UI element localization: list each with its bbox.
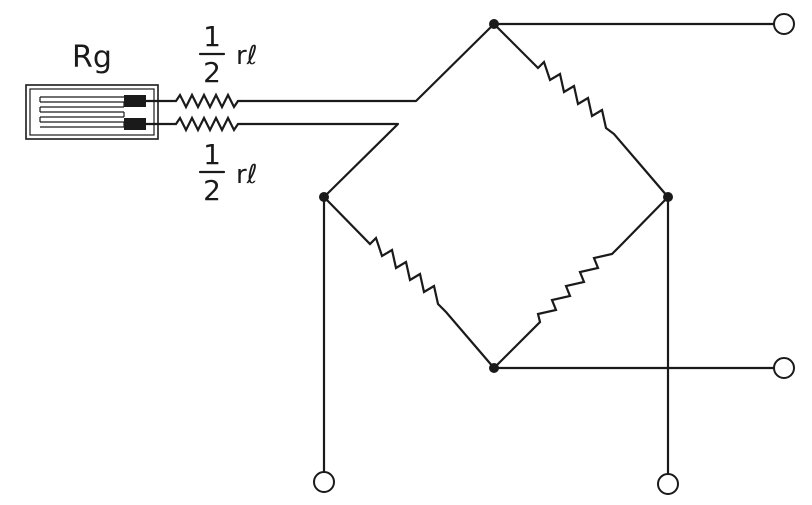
gauge-label: Rg [72,40,112,75]
lead-bottom-denominator: 2 [203,174,221,207]
lead-bottom-numerator: 1 [203,138,221,171]
lead-top-numerator: 1 [203,20,221,53]
terminal-top-right [773,13,795,35]
lead-label-top: 1 2 rℓ [198,20,257,89]
bridge-resistor-r1 [493,23,669,198]
strain-gauge [25,84,159,140]
lead-bottom-symbol: rℓ [236,160,257,190]
junction-bottom [489,363,499,373]
lead-top-denominator: 2 [203,56,221,89]
lead-wire-bottom [240,122,400,199]
junction-top [489,19,499,29]
terminal-bottom-center [657,473,679,495]
lead-label-bottom: 1 2 rℓ [198,138,257,207]
terminal-bottom-left [313,471,335,493]
junction-left [319,192,329,202]
lead-top-symbol: rℓ [236,41,257,71]
terminal-bottom-right [773,357,795,379]
bridge-resistor-r2 [323,196,495,369]
lead-resistor-bottom [146,115,242,133]
lead-wire-top [240,22,496,103]
junction-right [663,192,673,202]
lead-resistor-top [146,92,242,110]
bridge-resistor-r3 [493,196,669,369]
